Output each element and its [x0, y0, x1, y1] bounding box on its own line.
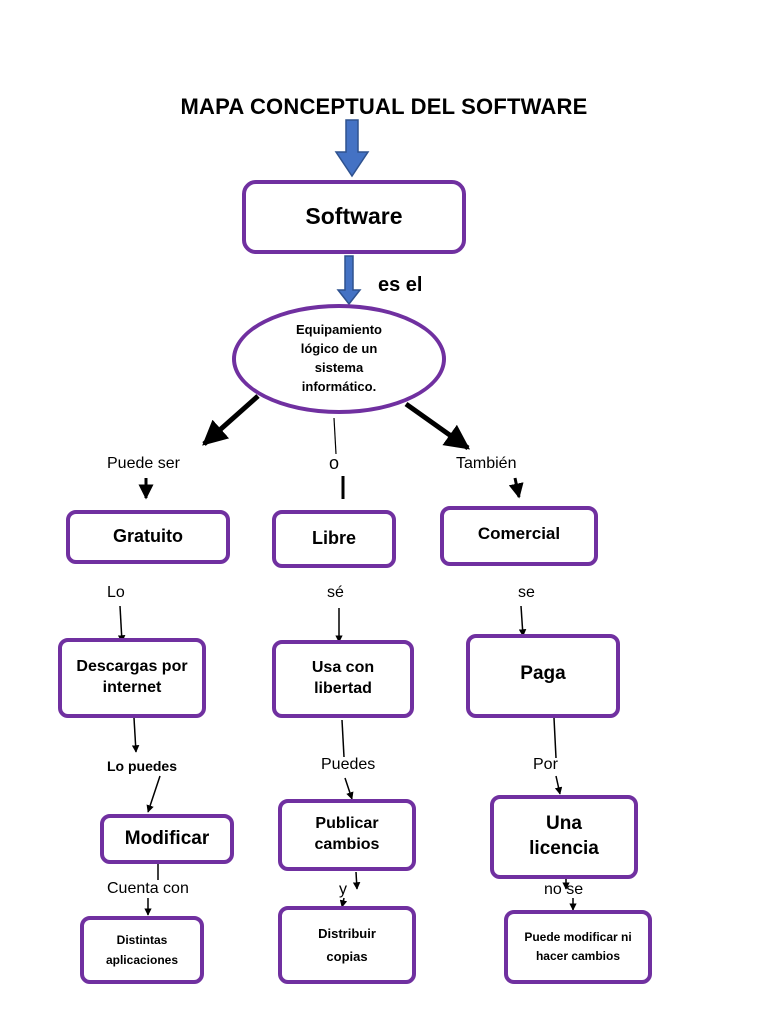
- label-se-libre: sé: [327, 584, 344, 601]
- arrow-lo-to-descargas: [117, 605, 126, 643]
- label-es-el: es el: [378, 274, 423, 296]
- label-lo-puedes: Lo puedes: [107, 758, 178, 774]
- label-por: Por: [533, 756, 558, 773]
- arrow-lo-puedes-to-modificar: [146, 775, 161, 813]
- node-software: Software: [242, 180, 466, 254]
- node-definition: Equipamiento lógico de un sistema inform…: [232, 304, 446, 414]
- arrow-se-to-paga: [518, 605, 527, 637]
- label-no-se: no se: [544, 881, 584, 898]
- line-descargas-to-lo-puedes: [131, 717, 140, 753]
- node-distribuir-copias: Distribuir copias: [278, 906, 416, 984]
- node-distintas-aplicaciones: Distintas aplicaciones: [80, 916, 204, 984]
- arrow-oval-to-comercial: [404, 401, 471, 451]
- node-descargas: Descargas por internet: [58, 638, 206, 718]
- node-paga: Paga: [466, 634, 620, 718]
- node-usa-con-libertad: Usa con libertad: [272, 640, 414, 718]
- arrow-y-to-distribuir: [339, 897, 348, 908]
- blue-arrow-title-to-software: [334, 119, 370, 178]
- arrow-oval-to-gratuito: [202, 394, 260, 446]
- label-y: y: [339, 881, 347, 898]
- node-publicar-cambios: Publicar cambios: [278, 799, 416, 871]
- label-puede-ser: Puede ser: [107, 455, 180, 472]
- line-paga-to-por: [553, 717, 557, 759]
- label-o: o: [329, 453, 340, 473]
- blue-arrow-software-to-definition: [336, 255, 362, 306]
- node-una-licencia: Una licencia: [490, 795, 638, 879]
- label-se-comercial: se: [518, 584, 535, 601]
- label-lo: Lo: [107, 584, 125, 601]
- line-usa-to-puedes: [341, 719, 345, 758]
- arrow-tambien-to-comercial: [508, 477, 524, 499]
- arrow-puedes-to-publicar: [344, 777, 354, 800]
- node-gratuito: Gratuito: [66, 510, 230, 564]
- arrow-publicar-to-y: [352, 871, 361, 890]
- label-puedes: Puedes: [321, 756, 376, 773]
- node-comercial: Comercial: [440, 506, 598, 566]
- arrow-por-to-licencia: [554, 775, 563, 795]
- node-puede-modificar: Puede modificar ni hacer cambios: [504, 910, 652, 984]
- line-oval-to-o: [333, 417, 337, 455]
- page-title: MAPA CONCEPTUAL DEL SOFTWARE: [180, 94, 588, 119]
- label-cuenta-con: Cuenta con: [107, 880, 189, 897]
- node-modificar: Modificar: [100, 814, 234, 864]
- label-tambien: También: [456, 455, 517, 472]
- node-libre: Libre: [272, 510, 396, 568]
